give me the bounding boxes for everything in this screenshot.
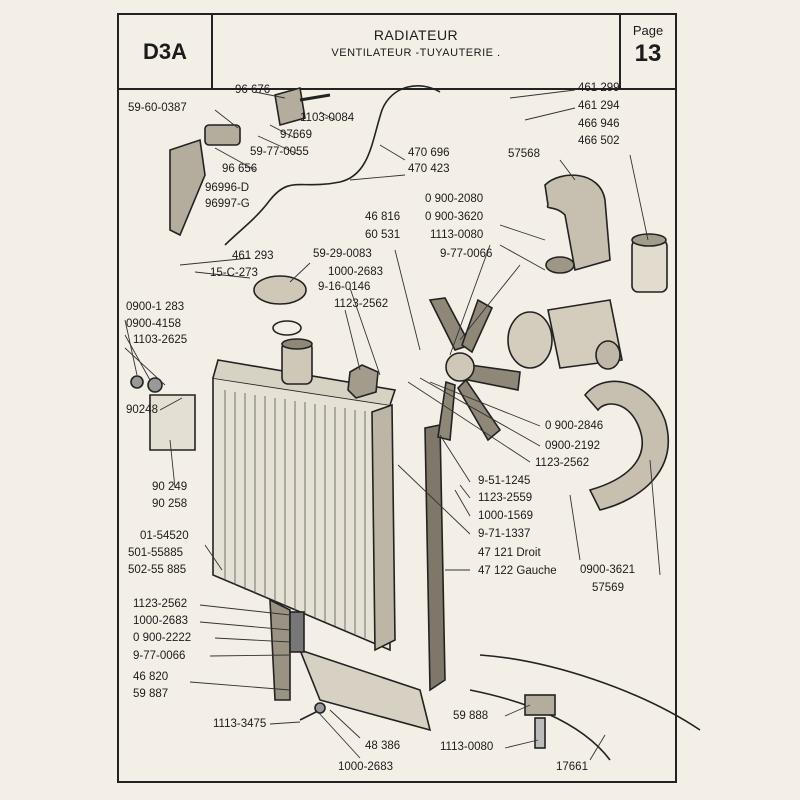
water-pump bbox=[507, 299, 623, 370]
part-label: 470 423 bbox=[408, 163, 450, 175]
part-label: 90 249 bbox=[152, 481, 188, 493]
page-subtitle: VENTILATEUR -TUYAUTERIE . bbox=[331, 47, 501, 59]
part-label: 90248 bbox=[126, 404, 158, 416]
part-label: 9-16-0146 bbox=[318, 281, 371, 293]
part-label: 9-77-0066 bbox=[440, 248, 493, 260]
fan bbox=[428, 297, 521, 442]
part-label: 0 900-2080 bbox=[425, 193, 484, 205]
part-label: 0 900-3620 bbox=[425, 211, 484, 223]
overflow-tube bbox=[224, 84, 441, 246]
part-label: 59-77-0055 bbox=[250, 146, 309, 158]
part-label: 60 531 bbox=[365, 229, 401, 241]
part-label: 46 820 bbox=[133, 671, 169, 683]
upper-hose bbox=[544, 174, 611, 272]
part-label: 17661 bbox=[556, 761, 588, 773]
part-label: 96996-D bbox=[205, 182, 250, 194]
part-label: 0900-1 283 bbox=[126, 301, 185, 313]
part-label: 0 900-2846 bbox=[545, 420, 604, 432]
part-label: 97669 bbox=[280, 129, 312, 141]
part-label: 15-C-273 bbox=[210, 267, 258, 279]
lower-support bbox=[269, 598, 432, 732]
part-label: 0 900-2222 bbox=[133, 632, 192, 644]
side-bracket bbox=[149, 394, 196, 451]
part-label: 47 121 Droit bbox=[478, 547, 541, 559]
top-bracket bbox=[169, 86, 331, 237]
part-label: 46 816 bbox=[365, 211, 401, 223]
part-label: 01-54520 bbox=[140, 530, 189, 542]
part-label: 461 293 bbox=[232, 250, 274, 262]
part-label: 0900-2192 bbox=[545, 440, 600, 452]
part-label: 96 656 bbox=[222, 163, 258, 175]
part-label: 1123-2559 bbox=[478, 492, 533, 504]
part-label: 0900-3621 bbox=[580, 564, 635, 576]
part-label: 9-71-1337 bbox=[478, 528, 531, 540]
part-label: 90 258 bbox=[152, 498, 188, 510]
part-label: 502-55 885 bbox=[128, 564, 187, 576]
part-label: 57569 bbox=[592, 582, 624, 594]
part-label: 1103-0084 bbox=[300, 112, 355, 124]
part-label: 1103-2625 bbox=[133, 334, 188, 346]
shroud-bar bbox=[424, 424, 446, 692]
page-box: Page 13 bbox=[619, 13, 677, 90]
radiator-core bbox=[212, 338, 397, 652]
part-label: 461 299 bbox=[578, 82, 620, 94]
part-label: 96 676 bbox=[235, 84, 271, 96]
part-label: 59 888 bbox=[453, 710, 489, 722]
part-label: 59 887 bbox=[133, 688, 169, 700]
part-label: 1000-1569 bbox=[478, 510, 533, 522]
thermostat bbox=[631, 233, 668, 293]
crossmember bbox=[479, 654, 701, 731]
part-label: 57568 bbox=[508, 148, 540, 160]
page-label: Page bbox=[632, 23, 664, 38]
part-label: 1113-0080 bbox=[440, 741, 494, 753]
part-label: 470 696 bbox=[408, 147, 450, 159]
part-label: 1113-0080 bbox=[430, 229, 484, 241]
part-label: 1113-3475 bbox=[213, 718, 267, 730]
part-label: 48 386 bbox=[365, 740, 401, 752]
bracket-plate bbox=[524, 694, 556, 716]
part-label: 461 294 bbox=[578, 100, 620, 112]
part-label: 501-55885 bbox=[128, 547, 183, 559]
part-label: 1000-2683 bbox=[338, 761, 393, 773]
part-label: 59-29-0083 bbox=[313, 248, 372, 260]
part-label: 47 122 Gauche bbox=[478, 565, 557, 577]
cap-gasket bbox=[272, 320, 302, 336]
leader-lines bbox=[124, 89, 661, 761]
part-label: 59-60-0387 bbox=[128, 102, 187, 114]
part-label: 96997-G bbox=[205, 198, 250, 210]
part-label: 466 502 bbox=[578, 135, 620, 147]
lower-hose bbox=[583, 380, 669, 511]
part-label: 466 946 bbox=[578, 118, 620, 130]
part-label: 9-51-1245 bbox=[478, 475, 531, 487]
page-title: RADIATEUR bbox=[373, 27, 459, 43]
radiator-cap bbox=[253, 275, 307, 305]
part-label: 9-77-0066 bbox=[133, 650, 186, 662]
part-label: 1000-2683 bbox=[133, 615, 188, 627]
part-label: 1123-2562 bbox=[334, 298, 389, 310]
part-label: 1123-2562 bbox=[535, 457, 590, 469]
page-number: 13 bbox=[634, 40, 662, 67]
part-label: 1123-2562 bbox=[133, 598, 188, 610]
part-label: 1000-2683 bbox=[328, 266, 383, 278]
part-label: 0900-4158 bbox=[126, 318, 181, 330]
